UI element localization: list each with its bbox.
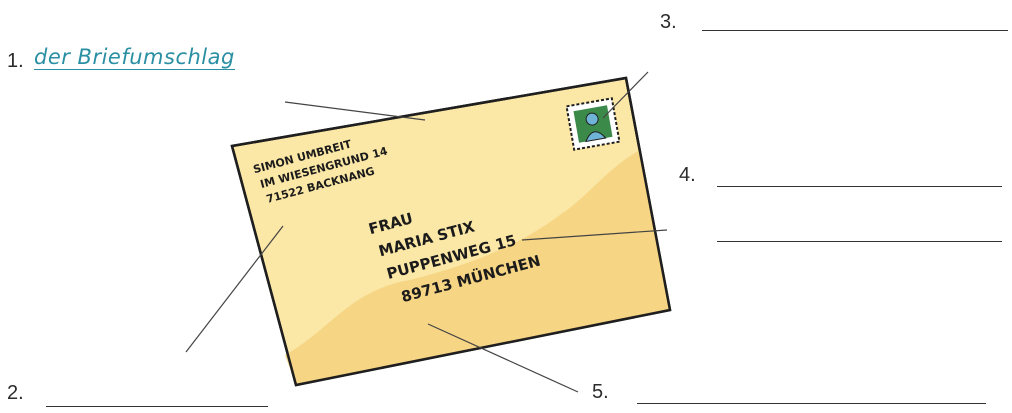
item-4-answer-field-1[interactable] [717,186,1002,187]
item-3-answer-field[interactable] [702,30,1008,31]
stamp-icon [567,98,620,149]
item-4-number: 4. [679,165,696,185]
item-1-number: 1. [7,51,24,71]
item-2-number: 2. [7,383,24,403]
item-1-answer: der Briefumschlag [34,46,235,70]
pointer-line-2 [186,226,283,352]
item-2-answer-field[interactable] [46,406,268,407]
item-5-answer-field[interactable] [637,403,986,404]
item-4-answer-field-2[interactable] [717,241,1002,242]
item-3-number: 3. [660,12,677,32]
pointer-line-1 [285,102,425,120]
item-5-number: 5. [592,382,609,402]
